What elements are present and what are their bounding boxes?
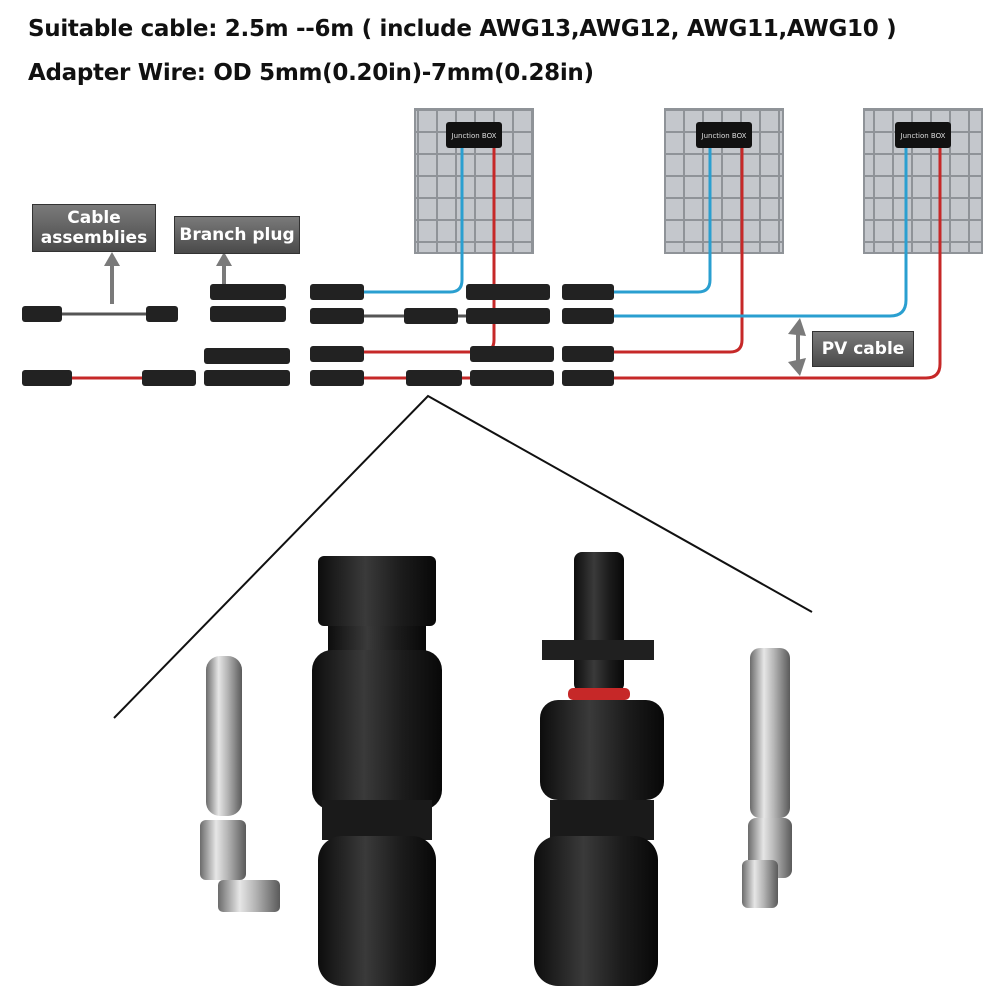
connector-row-bottom bbox=[22, 346, 614, 386]
male-metal-pin bbox=[742, 648, 792, 908]
suitable-cable-spec: Suitable cable: 2.5m --6m ( include AWG1… bbox=[28, 16, 897, 42]
tag-arrows bbox=[104, 252, 806, 376]
cable-assemblies-line2: assemblies bbox=[40, 228, 148, 248]
cable-assemblies-tag: Cable assemblies bbox=[32, 204, 156, 252]
adapter-wire-spec: Adapter Wire: OD 5mm(0.20in)-7mm(0.28in) bbox=[28, 60, 594, 86]
junction-box-label-1: Junction BOX bbox=[451, 132, 497, 140]
red-o-ring bbox=[568, 688, 630, 700]
branch-plug-tag: Branch plug bbox=[174, 216, 300, 254]
solar-panel-1: Junction BOX bbox=[414, 108, 534, 254]
callout-lines bbox=[113, 394, 813, 719]
junction-box-3 bbox=[895, 122, 951, 148]
male-mc4-connector bbox=[534, 552, 664, 986]
pv-cable-tag: PV cable bbox=[812, 331, 914, 367]
female-mc4-connector bbox=[312, 556, 442, 986]
junction-box-2 bbox=[696, 122, 752, 148]
junction-box-1 bbox=[446, 122, 502, 148]
female-metal-pin bbox=[200, 656, 280, 912]
solar-panel-3: Junction BOX bbox=[863, 108, 983, 254]
cable-assemblies-line1: Cable bbox=[67, 208, 121, 228]
junction-box-label-3: Junction BOX bbox=[900, 132, 946, 140]
solar-panel-2: Junction BOX bbox=[664, 108, 784, 254]
connector-row-top bbox=[22, 284, 614, 324]
junction-box-label-2: Junction BOX bbox=[701, 132, 747, 140]
